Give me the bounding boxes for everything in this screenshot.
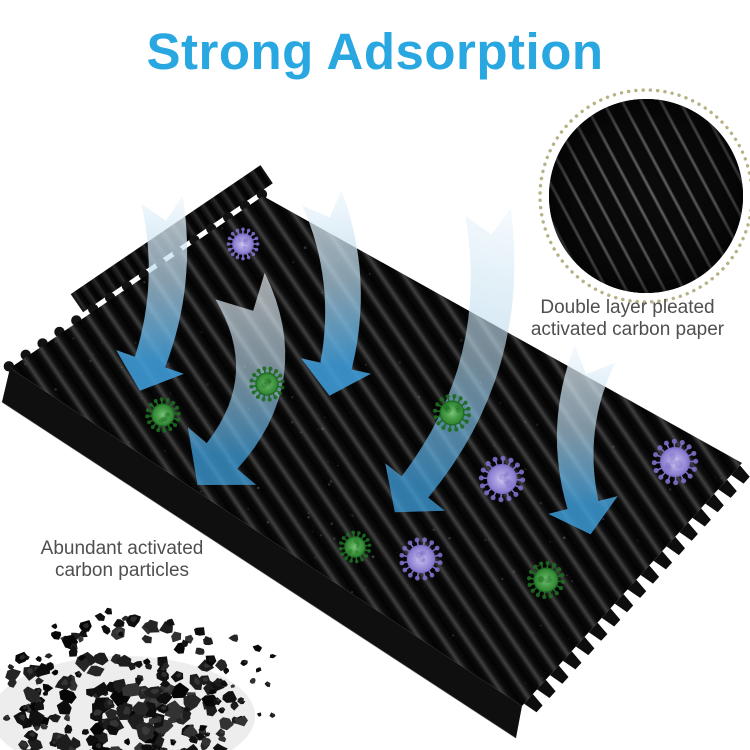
- dotted-ring: [538, 88, 750, 304]
- flow-arrow: [548, 345, 618, 535]
- filter-speckles: [23, 227, 723, 686]
- virus-icon-green: [338, 530, 372, 564]
- virus-icon-green: [526, 560, 566, 600]
- pile-caption-line1: Abundant activated: [40, 538, 204, 559]
- inset-caption: Double layer pleated activated carbon pa…: [505, 297, 750, 341]
- pile-caption: Abundant activated carbon particles: [14, 538, 230, 582]
- inset-caption-line2: activated carbon paper: [530, 319, 725, 340]
- virus-icon-green: [432, 393, 472, 433]
- flow-arrow: [116, 196, 188, 391]
- carbon-paper-inset: [538, 88, 750, 304]
- virus-icon-green: [145, 397, 181, 433]
- flow-arrow: [187, 272, 286, 485]
- virus-icon-purple: [478, 455, 526, 503]
- pile-caption-line2: carbon particles: [54, 560, 190, 581]
- inset-caption-line1: Double layer pleated: [540, 297, 715, 318]
- carbon-pile-image: [0, 607, 277, 750]
- flow-arrow: [385, 208, 515, 513]
- captured-particles: [145, 227, 699, 600]
- flow-arrow: [301, 190, 371, 396]
- virus-icon-green: [249, 366, 285, 402]
- page-title: Strong Adsorption: [146, 23, 604, 80]
- virus-icon-purple: [226, 227, 260, 261]
- virus-icon-purple: [651, 438, 699, 486]
- virus-icon-purple: [399, 537, 443, 581]
- carbon-filter-image: [1, 165, 750, 739]
- airflow-arrows: [116, 190, 618, 535]
